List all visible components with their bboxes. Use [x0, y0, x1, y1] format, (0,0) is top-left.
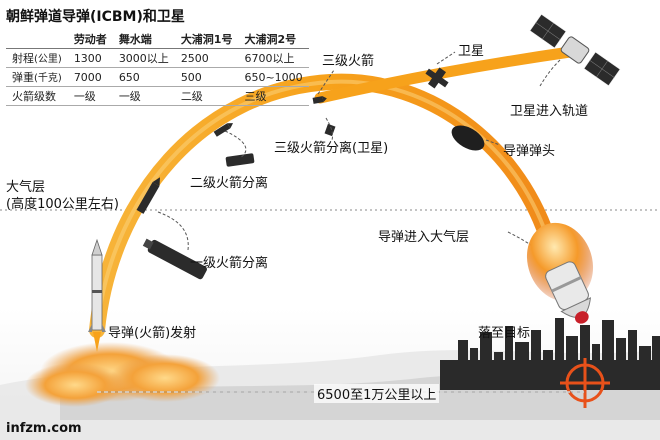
spec-header-cell: 劳动者	[67, 30, 113, 49]
warhead-body	[451, 125, 485, 151]
warhead-pointer	[485, 139, 501, 146]
spec-header-cell: 舞水端	[112, 30, 175, 49]
warhead-label: 导弹弹头	[503, 144, 556, 159]
spec-table: 劳动者 舞水端 大浦洞1号 大浦洞2号 射程(公里) 1300 3000以上 2…	[6, 30, 309, 106]
launch-missile	[88, 238, 106, 352]
table-cell: 1300	[67, 48, 113, 68]
spec-header-cell: 大浦洞1号	[174, 30, 239, 49]
stage2-booster	[225, 153, 255, 167]
stage3-booster	[324, 123, 336, 137]
reentry-label: 导弹进入大气层	[378, 230, 470, 245]
table-cell: 一级	[67, 86, 113, 106]
stage3-sep-pointer	[325, 117, 333, 141]
stage2-separation-label: 二级火箭分离	[190, 176, 269, 191]
atmosphere-label: 大气层	[6, 180, 46, 195]
orbit-satellite	[529, 13, 621, 87]
table-cell: 2500	[174, 48, 239, 68]
table-row: 弹重(千克) 7000 650 500 650~1000	[6, 67, 309, 87]
stage3-rocket	[312, 96, 327, 104]
satellite-orbit-label: 卫星进入轨道	[510, 104, 589, 119]
table-cell: 一级	[112, 86, 175, 106]
row-label: 火箭级数	[6, 86, 68, 106]
stage3-label: 三级火箭	[322, 54, 375, 69]
city-skyline	[440, 318, 660, 390]
table-cell: 7000	[67, 67, 113, 87]
launch-fire-3	[25, 363, 125, 407]
target-crosshair	[560, 358, 610, 408]
table-cell: 650	[112, 67, 175, 87]
satellite-pointer	[436, 51, 456, 65]
distance-label: 6500至1万公里以上	[314, 384, 440, 403]
table-cell: 3000以上	[112, 48, 175, 68]
spec-table-header: 劳动者 舞水端 大浦洞1号 大浦洞2号	[6, 30, 309, 49]
target-label: 落至目标	[478, 326, 531, 341]
stage2-pointer	[224, 130, 247, 159]
spec-header-cell	[6, 30, 68, 49]
atmosphere-height-label: (高度100公里左右)	[6, 197, 119, 212]
stage3-separation-label: 三级火箭分离(卫星)	[274, 141, 389, 156]
site-watermark: infzm.com	[6, 421, 82, 436]
stage2-rocket	[213, 123, 234, 137]
spec-header-cell: 大浦洞2号	[238, 30, 309, 49]
reentry-vehicle	[545, 261, 592, 324]
table-cell: 500	[174, 67, 239, 87]
stage1-separation-label: 一级火箭分离	[190, 256, 269, 271]
row-label: 射程(公里)	[6, 48, 68, 68]
stage1-pointer	[157, 211, 189, 251]
table-cell: 三级	[238, 86, 309, 106]
row-label: 弹重(千克)	[6, 67, 68, 87]
launch-label: 导弹(火箭)发射	[108, 326, 197, 341]
table-cell: 650~1000	[238, 67, 309, 87]
table-cell: 6700以上	[238, 48, 309, 68]
rising-rocket	[136, 177, 160, 214]
diagram-title: 朝鲜弹道导弹(ICBM)和卫星	[6, 9, 185, 25]
trajectory-arc-inner	[95, 79, 557, 331]
orbit-pointer	[539, 59, 561, 87]
table-row: 火箭级数 一级 一级 二级 三级	[6, 86, 309, 106]
launch-fire-2	[110, 354, 220, 402]
small-satellite	[425, 67, 449, 89]
satellite-label: 卫星	[458, 44, 485, 59]
table-cell: 二级	[174, 86, 239, 106]
table-row: 射程(公里) 1300 3000以上 2500 6700以上	[6, 48, 309, 68]
stage1-booster	[142, 238, 207, 280]
